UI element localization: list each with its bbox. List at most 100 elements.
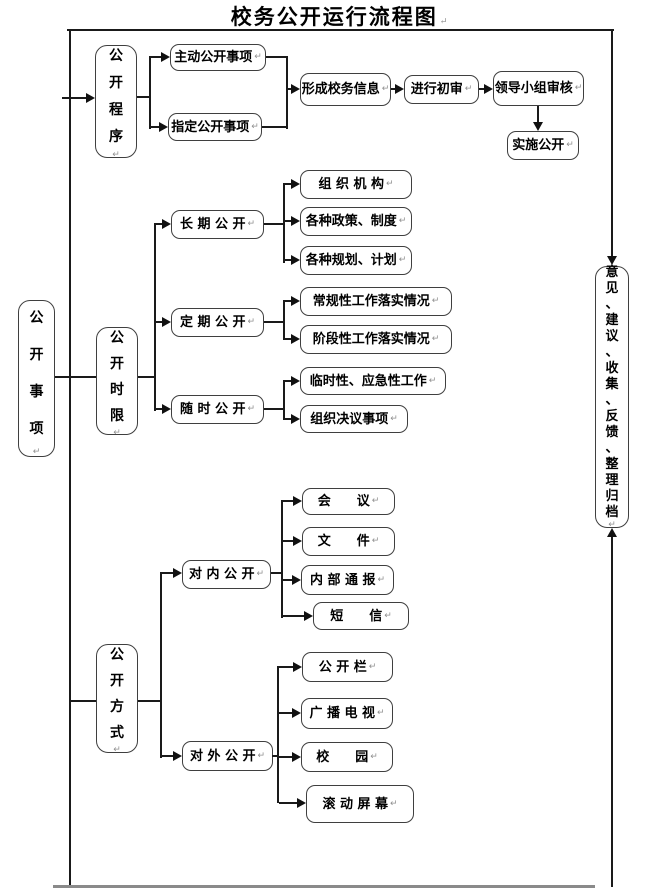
node-sms-label: 短 信	[330, 608, 383, 624]
arrowhead-right-icon	[293, 496, 302, 506]
node-plans-label: 各种规划、计划	[305, 253, 397, 268]
node-procedure-label: 公开程序	[109, 48, 123, 145]
node-active-disclosure-label: 主动公开事项	[174, 50, 253, 65]
node-broadcast: 广 播 电 视↵	[301, 698, 393, 729]
connector-line	[283, 300, 285, 340]
return-mark: ↵	[390, 798, 398, 809]
connector-line	[162, 572, 173, 574]
node-designated-disclosure-label: 指定公开事项	[171, 119, 250, 135]
node-initial-review-label: 进行初审	[410, 82, 463, 97]
node-long-term-label: 长 期 公 开	[179, 217, 246, 232]
arrowhead-right-icon	[159, 122, 168, 132]
node-implement: 实施公开↵	[507, 131, 579, 160]
connector-line	[283, 380, 285, 420]
node-scroll-screen: 滚 动 屏 幕↵	[306, 785, 414, 823]
node-form-info: 形成校务信息↵	[300, 73, 391, 106]
node-matters: 公开事项↵	[18, 300, 55, 457]
node-internal-label: 对 内 公 开	[188, 567, 255, 582]
arrowhead-right-icon	[162, 404, 171, 414]
return-mark: ↵	[377, 708, 385, 718]
node-sms: 短 信↵	[313, 602, 409, 630]
return-mark: ↵	[464, 84, 473, 94]
return-mark: ↵	[566, 140, 574, 150]
node-anytime: 随 时 公 开↵	[171, 395, 264, 424]
return-mark: ↵	[608, 519, 616, 530]
return-mark: ↵	[398, 255, 407, 265]
connector-line	[285, 338, 291, 340]
return-mark: ↵	[370, 751, 378, 762]
return-mark: ↵	[439, 17, 450, 27]
title-underline	[67, 29, 614, 31]
node-method: 公开方式↵	[96, 644, 138, 755]
right-top-line	[611, 29, 613, 256]
node-org-structure-label: 组 织 机 构	[318, 177, 385, 192]
return-mark: ↵	[256, 569, 265, 579]
return-mark: ↵	[428, 375, 437, 386]
connector-line	[279, 802, 297, 804]
arrowhead-right-icon	[291, 84, 300, 94]
connector-line	[160, 572, 162, 758]
connector-line	[285, 418, 291, 420]
connector-line	[264, 321, 285, 323]
connector-line	[156, 408, 163, 410]
node-bulletin-label: 公 开 栏	[318, 659, 367, 675]
arrowhead-right-icon	[291, 216, 300, 226]
node-document-label: 文 件	[317, 534, 370, 549]
node-procedure: 公开程序 ↵	[95, 45, 137, 160]
node-anytime-label: 随 时 公 开	[179, 402, 246, 417]
node-meeting: 会 议↵	[302, 488, 395, 515]
arrowhead-right-icon	[291, 376, 300, 386]
connector-line	[281, 500, 283, 618]
node-meeting-label: 会 议	[317, 494, 370, 509]
return-mark: ↵	[32, 447, 41, 457]
connector-line	[138, 376, 156, 378]
connector-line	[288, 88, 292, 90]
node-feedback-label: 意见、建议、收集、反馈、整理归档	[605, 264, 619, 520]
node-feedback: 意见、建议、收集、反馈、整理归档↵	[595, 264, 629, 530]
page-title-text: 校务公开运行流程图	[230, 4, 438, 29]
node-leader-review: 领导小组审核↵	[493, 71, 584, 106]
node-bulletin: 公 开 栏↵	[302, 652, 393, 682]
connector-line	[391, 88, 396, 90]
connector-line	[285, 183, 291, 185]
node-temp-work: 临时性、应急性工作↵	[300, 367, 446, 395]
arrowhead-right-icon	[173, 568, 182, 578]
node-regular-work: 常规性工作落实情况↵	[300, 287, 452, 316]
node-external: 对 外 公 开↵	[182, 741, 273, 771]
connector-line	[55, 376, 96, 378]
node-long-term: 长 期 公 开↵	[171, 210, 264, 239]
return-mark: ↵	[112, 150, 120, 160]
node-regular-work-label: 常规性工作落实情况	[312, 294, 430, 309]
node-phase-work: 阶段性工作落实情况↵	[300, 325, 452, 354]
return-mark: ↵	[381, 84, 390, 94]
bottom-bar	[53, 885, 595, 888]
connector-line	[283, 500, 293, 502]
node-timeline: 公开时限↵	[96, 327, 138, 438]
node-policies: 各种政策、制度↵	[300, 207, 412, 236]
connector-line	[70, 700, 96, 702]
arrowhead-right-icon	[291, 255, 300, 265]
return-mark: ↵	[431, 296, 440, 306]
arrowhead-down-icon	[607, 256, 617, 265]
return-mark: ↵	[251, 121, 259, 132]
node-temp-work-label: 临时性、应急性工作	[309, 373, 427, 389]
arrowhead-right-icon	[162, 317, 171, 327]
connector-line	[279, 756, 292, 758]
node-plans: 各种规划、计划↵	[300, 246, 412, 275]
node-internal-report-label: 内 部 通 报	[309, 572, 376, 588]
node-internal-report: 内 部 通 报↵	[301, 565, 394, 595]
arrowhead-right-icon	[304, 611, 313, 621]
arrowhead-right-icon	[291, 296, 300, 306]
return-mark: ↵	[113, 427, 121, 438]
arrowhead-right-icon	[293, 662, 302, 672]
node-form-info-label: 形成校务信息	[301, 82, 380, 97]
return-mark: ↵	[368, 661, 377, 672]
connector-line	[285, 220, 291, 222]
arrowhead-right-icon	[484, 84, 493, 94]
connector-line	[62, 97, 88, 99]
return-mark: ↵	[113, 745, 121, 755]
return-mark: ↵	[431, 334, 440, 344]
connector-line	[149, 56, 151, 129]
node-active-disclosure: 主动公开事项↵	[170, 44, 266, 71]
node-periodic-label: 定 期 公 开	[179, 315, 246, 330]
